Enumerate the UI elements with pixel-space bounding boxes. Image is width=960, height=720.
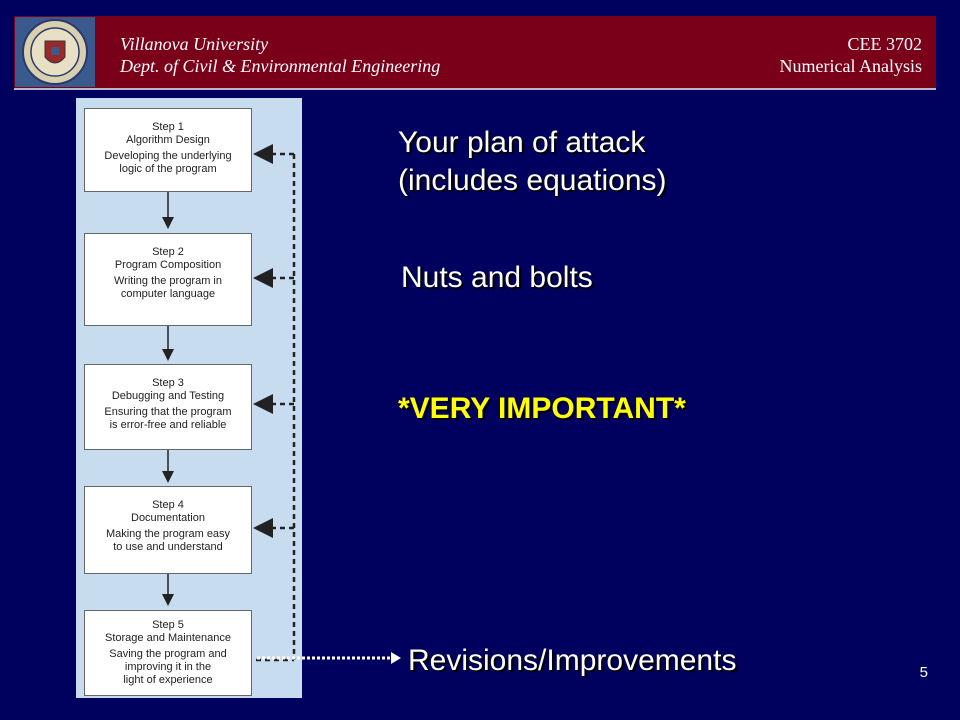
step-number: Step 5	[152, 619, 184, 631]
plan-text: Your plan of attack (includes equations)	[398, 124, 667, 200]
step-desc: Developing the underlying	[104, 150, 232, 162]
university-seal-icon	[15, 17, 95, 87]
revisions-text: Revisions/Improvements	[408, 644, 737, 677]
step-number: Step 1	[152, 121, 184, 133]
step-number: Step 3	[152, 377, 184, 389]
step-desc: light of experience	[123, 674, 213, 686]
flow-step-4: Step 4 Documentation Making the program …	[84, 486, 252, 574]
flow-step-2: Step 2 Program Composition Writing the p…	[84, 233, 252, 326]
step-number: Step 4	[152, 499, 184, 511]
flow-step-1: Step 1 Algorithm Design Developing the u…	[84, 108, 252, 192]
flow-step-5: Step 5 Storage and Maintenance Saving th…	[84, 610, 252, 696]
university-name: Villanova University	[120, 34, 269, 54]
step-desc: to use and understand	[113, 541, 223, 553]
step-desc: Saving the program and	[109, 648, 227, 660]
course-title: Numerical Analysis	[779, 56, 922, 76]
flowchart-connectors	[162, 144, 296, 662]
step-title: Documentation	[131, 512, 205, 524]
header-bar	[14, 16, 936, 88]
step-number: Step 2	[152, 246, 184, 258]
important-text: *VERY IMPORTANT*	[398, 392, 686, 425]
step-desc: Making the program easy	[105, 528, 231, 540]
header-rule	[14, 88, 936, 90]
step-desc: Ensuring that the program	[104, 406, 232, 418]
step-desc: logic of the program	[119, 163, 217, 175]
step-desc: computer language	[120, 288, 216, 300]
page-number: 5	[919, 664, 928, 681]
nuts-text: Nuts and bolts	[401, 261, 593, 294]
step-title: Program Composition	[114, 259, 222, 271]
step-desc: improving it in the	[124, 661, 212, 673]
flow-step-3: Step 3 Debugging and Testing Ensuring th…	[84, 364, 252, 450]
plan-line-2: (includes equations)	[398, 164, 667, 197]
department-name: Dept. of Civil & Environmental Engineeri…	[120, 56, 441, 76]
plan-line-1: Your plan of attack	[398, 126, 646, 159]
step-desc: is error-free and reliable	[109, 419, 227, 431]
step-title: Debugging and Testing	[111, 390, 225, 402]
course-code: CEE 3702	[847, 34, 923, 54]
step-title: Algorithm Design	[126, 134, 210, 146]
header-right: CEE 3702 Numerical Analysis	[780, 33, 922, 77]
revisions-arrow	[257, 652, 401, 664]
header-left: Villanova University Dept. of Civil & En…	[120, 33, 440, 77]
step-title: Storage and Maintenance	[105, 632, 231, 644]
step-desc: Writing the program in	[113, 275, 222, 287]
flowchart-panel: Step 1 Algorithm Design Developing the u…	[76, 98, 302, 698]
